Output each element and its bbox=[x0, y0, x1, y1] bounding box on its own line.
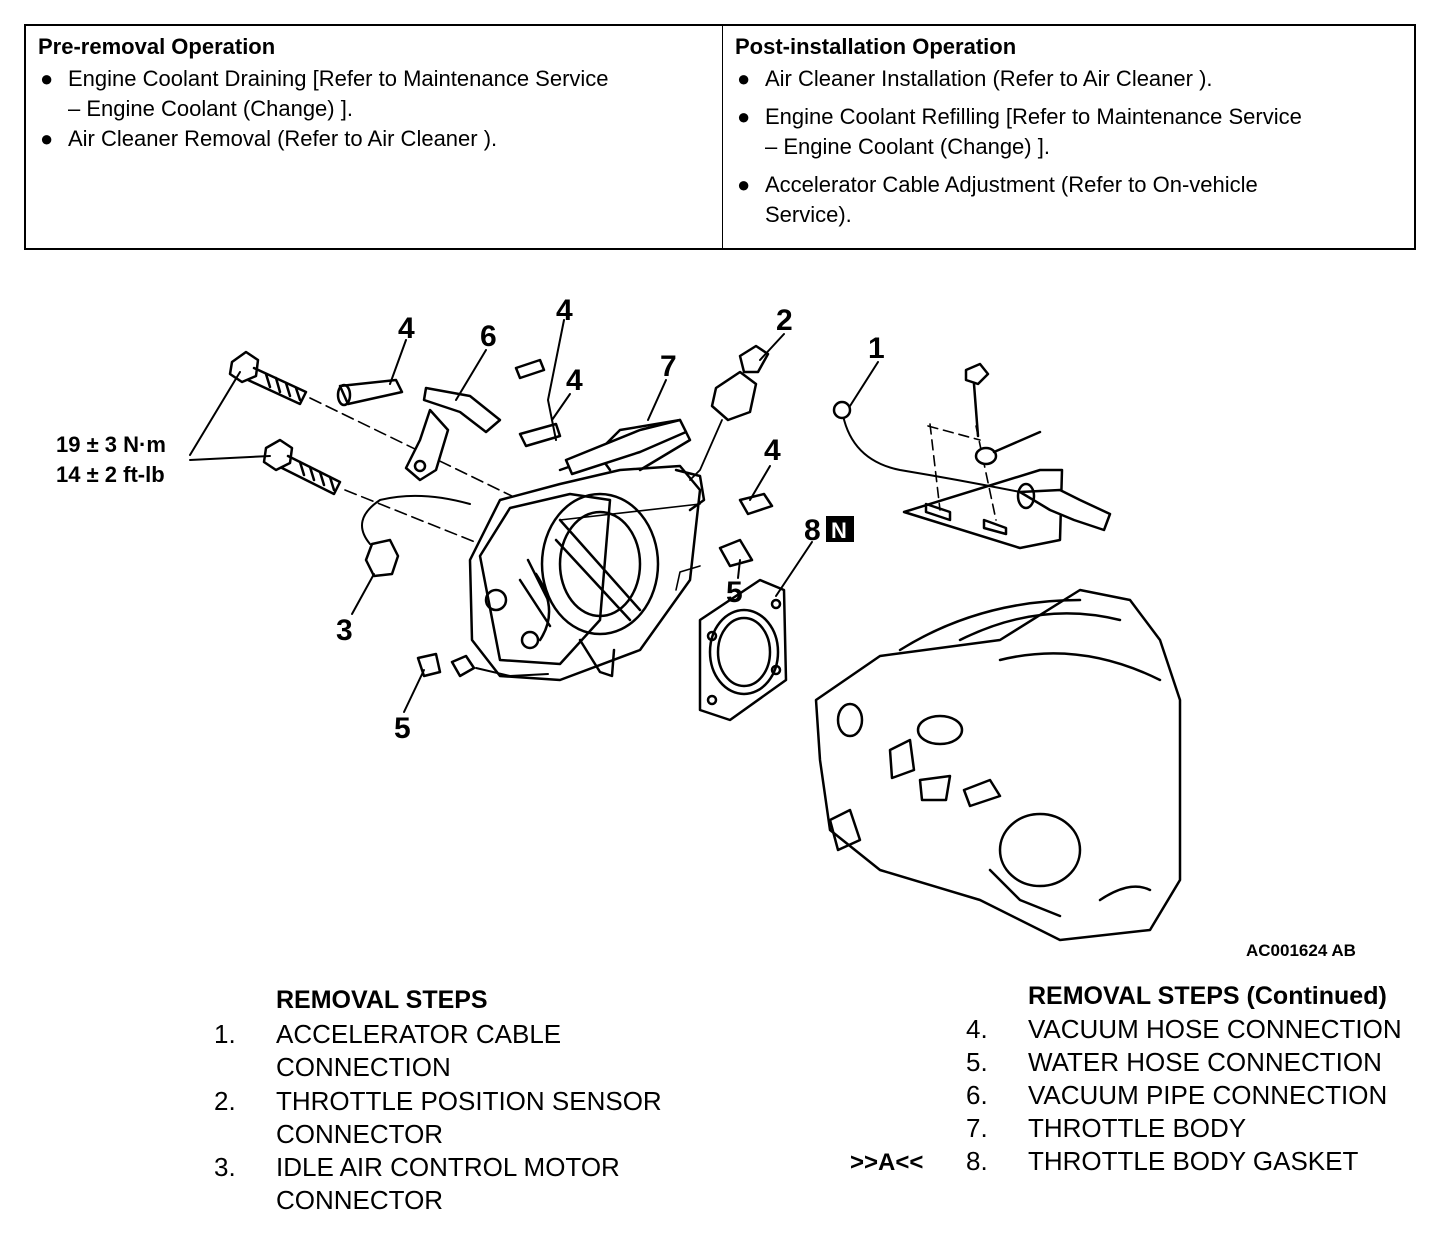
throttle-lever bbox=[564, 418, 688, 476]
step-text: IDLE AIR CONTROL MOTOR bbox=[276, 1152, 620, 1182]
step-text: CONNECTOR bbox=[276, 1185, 444, 1215]
step-number: 6. bbox=[966, 1080, 988, 1110]
throttle-body-gasket bbox=[698, 578, 788, 722]
step-text: THROTTLE POSITION SENSOR bbox=[276, 1086, 662, 1116]
mounting-bolt-lower bbox=[262, 438, 342, 496]
callout-5: 5 bbox=[394, 712, 411, 745]
throttle-position-sensor-connector bbox=[689, 344, 770, 481]
bullet-icon: ● bbox=[737, 66, 751, 91]
callout-3: 3 bbox=[336, 614, 353, 647]
step-text: WATER HOSE CONNECTION bbox=[1028, 1047, 1382, 1077]
item-text: – Engine Coolant (Change) ]. bbox=[765, 134, 1050, 159]
mounting-bolt-upper bbox=[228, 350, 308, 406]
vacuum-hose-top bbox=[514, 358, 546, 380]
vacuum-hose-left bbox=[336, 378, 404, 407]
bullet-icon: ● bbox=[40, 66, 54, 91]
callout-4: 4 bbox=[398, 312, 415, 345]
step-number: 7. bbox=[966, 1113, 988, 1143]
list-item: ● Accelerator Cable Adjustment (Refer to… bbox=[735, 170, 1402, 230]
bullet-icon: ● bbox=[737, 172, 751, 197]
step-text: THROTTLE BODY bbox=[1028, 1113, 1247, 1143]
list-item: ● Engine Coolant Draining [Refer to Main… bbox=[38, 64, 710, 124]
post-installation-list: ● Air Cleaner Installation (Refer to Air… bbox=[735, 64, 1402, 230]
pre-removal-heading: Pre-removal Operation bbox=[38, 34, 276, 59]
idle-air-control-motor-connector bbox=[361, 494, 471, 578]
callout-4: 4 bbox=[556, 294, 573, 327]
vacuum-hose-right bbox=[738, 492, 774, 516]
step-text: CONNECTOR bbox=[276, 1119, 444, 1149]
step-number: 4. bbox=[966, 1014, 988, 1044]
removal-steps-continued: REMOVAL STEPS (Continued) 4. VACUUM HOSE… bbox=[848, 980, 1448, 1180]
callout-8: 8 bbox=[804, 514, 821, 547]
callout-4: 4 bbox=[764, 434, 781, 467]
vacuum-hose-mid bbox=[518, 422, 562, 448]
bullet-icon: ● bbox=[40, 126, 54, 151]
removal-steps-continued-heading: REMOVAL STEPS (Continued) bbox=[1028, 982, 1387, 1010]
list-item: ● Air Cleaner Installation (Refer to Air… bbox=[735, 64, 1402, 94]
item-text: Air Cleaner Removal (Refer to Air Cleane… bbox=[68, 126, 498, 151]
list-item: ● Air Cleaner Removal (Refer to Air Clea… bbox=[38, 124, 710, 154]
callout-2: 2 bbox=[776, 304, 793, 337]
step-number: 1. bbox=[214, 1019, 236, 1049]
throttle-body-exploded-diagram: 19 ± 3 N·m 14 ± 2 ft-lb 1 2 3 4 4 4 4 5 … bbox=[56, 294, 1356, 960]
intake-manifold bbox=[814, 588, 1182, 942]
torque-spec-imperial: 14 ± 2 ft-lb bbox=[56, 462, 165, 487]
step-number: 5. bbox=[966, 1047, 988, 1077]
step-number: 8. bbox=[966, 1146, 988, 1176]
step-text: CONNECTION bbox=[276, 1052, 451, 1082]
throttle-body bbox=[468, 418, 706, 682]
vacuum-pipe bbox=[404, 386, 502, 482]
bullet-icon: ● bbox=[737, 104, 751, 129]
post-installation-column: Post-installation Operation ● Air Cleane… bbox=[723, 26, 1414, 248]
operations-table: Pre-removal Operation ● Engine Coolant D… bbox=[24, 24, 1416, 250]
callout-5: 5 bbox=[726, 576, 743, 609]
new-part-badge: N bbox=[826, 516, 854, 543]
item-text: Engine Coolant Refilling [Refer to Maint… bbox=[765, 104, 1302, 129]
service-point-mark: >>A<< bbox=[850, 1149, 924, 1176]
item-text: Air Cleaner Installation (Refer to Air C… bbox=[765, 66, 1213, 91]
step-text: ACCELERATOR CABLE bbox=[276, 1019, 562, 1049]
step-number: 2. bbox=[214, 1086, 236, 1116]
callout-6: 6 bbox=[480, 320, 497, 353]
callout-4: 4 bbox=[566, 364, 583, 397]
figure-id: AC001624 AB bbox=[1246, 941, 1356, 960]
list-item: ● Engine Coolant Refilling [Refer to Mai… bbox=[735, 102, 1402, 162]
torque-spec-metric: 19 ± 3 N·m bbox=[56, 432, 166, 457]
removal-steps-heading: REMOVAL STEPS bbox=[276, 986, 488, 1014]
item-text: – Engine Coolant (Change) ]. bbox=[68, 96, 353, 121]
callout-7: 7 bbox=[660, 350, 677, 383]
item-text: Service). bbox=[765, 202, 852, 227]
step-number: 3. bbox=[214, 1152, 236, 1182]
pre-removal-list: ● Engine Coolant Draining [Refer to Main… bbox=[38, 64, 710, 154]
step-text: THROTTLE BODY GASKET bbox=[1028, 1146, 1359, 1176]
step-text: VACUUM HOSE CONNECTION bbox=[1028, 1014, 1402, 1044]
accelerator-cable-bracket bbox=[832, 362, 1112, 550]
item-text: Engine Coolant Draining [Refer to Mainte… bbox=[68, 66, 609, 91]
item-text: Accelerator Cable Adjustment (Refer to O… bbox=[765, 172, 1258, 197]
post-installation-heading: Post-installation Operation bbox=[735, 34, 1017, 59]
pre-removal-column: Pre-removal Operation ● Engine Coolant D… bbox=[26, 26, 723, 248]
new-part-mark: N bbox=[831, 518, 847, 543]
step-text: VACUUM PIPE CONNECTION bbox=[1028, 1080, 1388, 1110]
removal-steps: REMOVAL STEPS 1. ACCELERATOR CABLE CONNE… bbox=[214, 984, 734, 1224]
callout-1: 1 bbox=[868, 332, 885, 365]
water-hose-clamp-right bbox=[718, 538, 754, 568]
